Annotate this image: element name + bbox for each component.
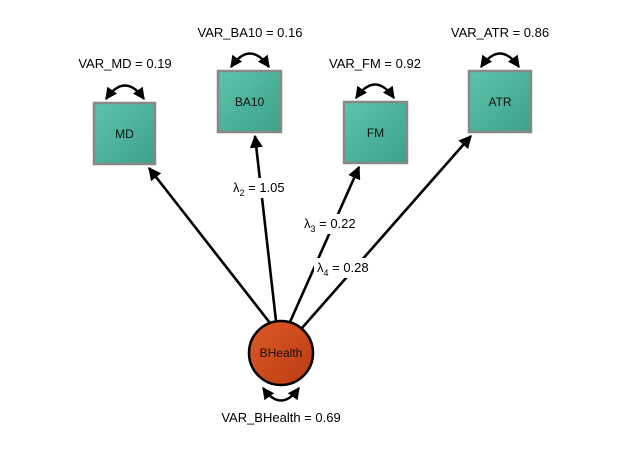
indicator-label-ba10: BA10 (235, 95, 265, 109)
variance-label-atr: VAR_ATR = 0.86 (451, 25, 549, 40)
indicator-label-fm: FM (367, 126, 384, 140)
indicator-fm[interactable]: FM VAR_FM = 0.92 (329, 56, 421, 165)
variance-loop-atr (480, 52, 520, 68)
loading-label-ba10: λ2 = 1.05 (230, 178, 286, 198)
indicator-box-md (92, 101, 157, 166)
indicator-md[interactable]: MD VAR_MD = 0.19 (78, 56, 172, 166)
indicator-ba10[interactable]: BA10 VAR_BA10 = 0.16 (198, 25, 303, 134)
lambda-symbol: λ (233, 180, 240, 195)
latent-label-bhealth: BHealth (260, 346, 303, 360)
indicator-box-ba10 (216, 69, 283, 134)
indicator-label-md: MD (115, 127, 134, 141)
variance-loop-md (105, 84, 145, 100)
indicator-box-atr (467, 69, 533, 134)
variance-loop-ba10 (230, 52, 270, 68)
path-bhealth-md (147, 166, 272, 324)
variance-label-ba10: VAR_BA10 = 0.16 (198, 25, 303, 40)
latent-bhealth[interactable]: BHealth VAR_BHealth = 0.69 (221, 319, 341, 425)
indicator-label-atr: ATR (488, 95, 511, 109)
variance-loop-fm (355, 83, 395, 99)
svg-text:λ3 = 0.22: λ3 = 0.22 (304, 216, 356, 234)
variance-label-fm: VAR_FM = 0.92 (329, 56, 421, 71)
loading-label-fm: λ3 = 0.22 (302, 214, 362, 234)
path-bhealth-fm (288, 165, 361, 323)
variance-label-bhealth: VAR_BHealth = 0.69 (221, 410, 340, 425)
variance-label-md: VAR_MD = 0.19 (78, 56, 171, 71)
indicator-atr[interactable]: ATR VAR_ATR = 0.86 (451, 25, 549, 134)
latent-circle-bhealth (247, 319, 315, 387)
path-bhealth-ba10 (249, 134, 278, 322)
loading-label-atr: λ4 = 0.28 (314, 258, 374, 278)
indicator-box-fm (342, 100, 409, 165)
svg-text:λ4 = 0.28: λ4 = 0.28 (317, 260, 369, 278)
variance-loop-bhealth (262, 387, 300, 402)
loading-paths (147, 134, 472, 329)
path-bhealth-atr (301, 135, 472, 329)
svg-text:λ2 = 1.05: λ2 = 1.05 (233, 180, 285, 198)
